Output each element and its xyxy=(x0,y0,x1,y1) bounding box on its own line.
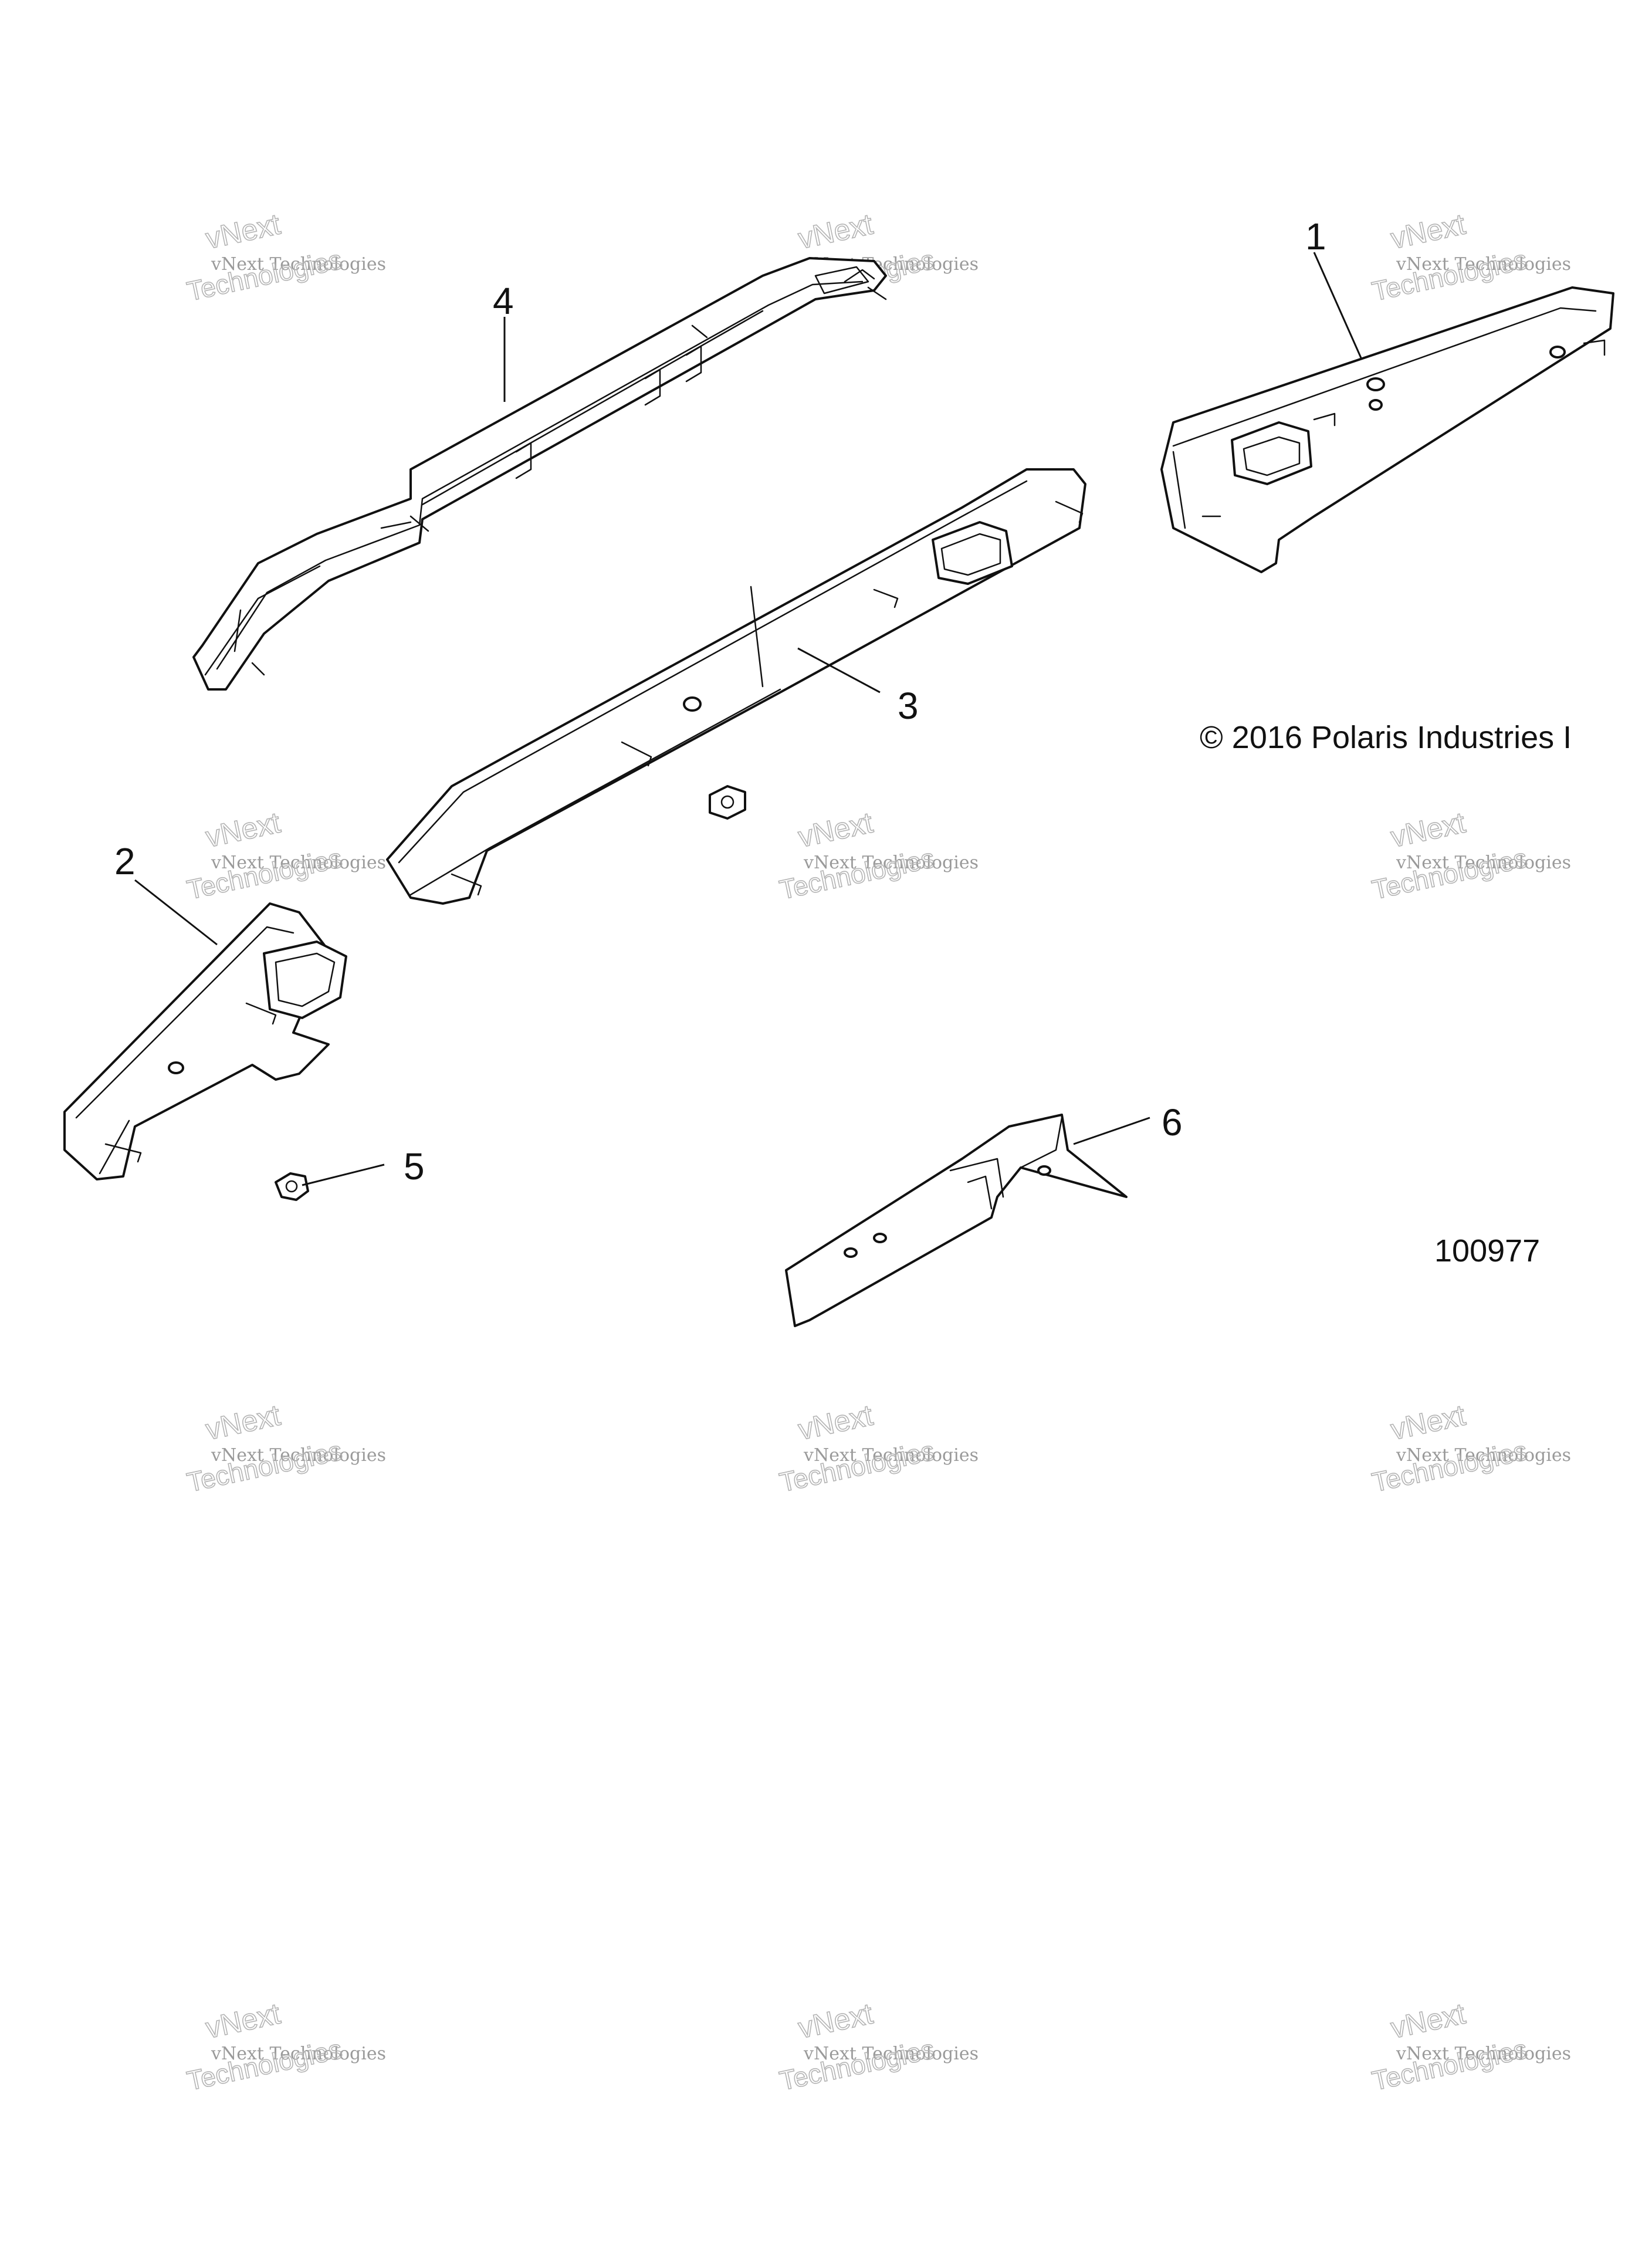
watermark-label: vNext Technologies xyxy=(1396,853,1571,873)
leader-line-1 xyxy=(1313,252,1362,358)
part-4-lens-strip xyxy=(192,257,887,691)
watermark-brand-sub: Technologies xyxy=(184,2034,344,2096)
leader-line-6 xyxy=(1073,1117,1150,1145)
part-5-hex-nut xyxy=(275,1172,309,1201)
watermark-brand: vNext xyxy=(1388,1997,1468,2045)
leader-line-5 xyxy=(302,1163,385,1186)
watermark-brand: vNext xyxy=(795,806,876,854)
watermark-brand-sub: Technologies xyxy=(777,2034,937,2096)
leader-line-2 xyxy=(134,879,218,946)
part-1-tail-lamp-right xyxy=(1160,286,1614,573)
callout-2: 2 xyxy=(114,840,136,882)
watermark-label: vNext Technologies xyxy=(211,2044,386,2064)
callout-3: 3 xyxy=(898,685,919,727)
callout-5: 5 xyxy=(404,1145,425,1188)
watermark-brand: vNext xyxy=(203,806,283,854)
watermark-brand: vNext xyxy=(203,1997,283,2045)
watermark-brand-sub: Technologies xyxy=(777,1435,937,1498)
part-2-tail-lamp-left xyxy=(63,902,347,1180)
leader-line-3 xyxy=(797,647,881,694)
watermark-label: vNext Technologies xyxy=(1396,2044,1571,2064)
watermark-brand: vNext xyxy=(1388,806,1468,854)
watermark-brand: vNext xyxy=(795,1399,876,1446)
callout-1: 1 xyxy=(1305,215,1326,258)
watermark-label: vNext Technologies xyxy=(211,1445,386,1466)
watermark-brand-sub: Technologies xyxy=(1369,1435,1529,1498)
watermark-label: vNext Technologies xyxy=(211,853,386,873)
watermark-brand: vNext xyxy=(203,208,283,255)
leader-lines xyxy=(134,252,1362,1186)
watermark-label: vNext Technologies xyxy=(803,1445,979,1466)
figure-number: 100977 xyxy=(1434,1233,1540,1268)
watermark-brand: vNext xyxy=(1388,208,1468,255)
watermark-brand-sub: Technologies xyxy=(1369,843,1529,905)
watermark-brand: vNext xyxy=(203,1399,283,1446)
callout-6: 6 xyxy=(1162,1101,1183,1144)
watermark-brand-sub: Technologies xyxy=(1369,244,1529,307)
watermark-label: vNext Technologies xyxy=(1396,1445,1571,1466)
watermark-brand-sub: Technologies xyxy=(1369,2034,1529,2096)
watermark-label: vNext Technologies xyxy=(803,853,979,873)
watermark-label: vNext Technologies xyxy=(211,254,386,275)
watermark-brand-sub: Technologies xyxy=(777,843,937,905)
watermark-brand: vNext xyxy=(795,208,876,255)
watermark-brand-sub: Technologies xyxy=(184,1435,344,1498)
watermark-brand-sub: Technologies xyxy=(184,843,344,905)
watermark-label: vNext Technologies xyxy=(803,2044,979,2064)
part-6-bracket xyxy=(785,1114,1128,1327)
watermark-brand-sub: Technologies xyxy=(184,244,344,307)
nut-small-center xyxy=(709,785,746,820)
copyright-notice: © 2016 Polaris Industries I xyxy=(1200,720,1572,755)
watermark-label: vNext Technologies xyxy=(1396,254,1571,275)
part-3-center-lamp-bar xyxy=(386,468,1086,905)
watermark-brand: vNext xyxy=(795,1997,876,2045)
callout-labels: 1 2 3 4 5 6 xyxy=(114,215,1326,1188)
watermark-brand: vNext xyxy=(1388,1399,1468,1446)
callout-4: 4 xyxy=(493,280,514,322)
